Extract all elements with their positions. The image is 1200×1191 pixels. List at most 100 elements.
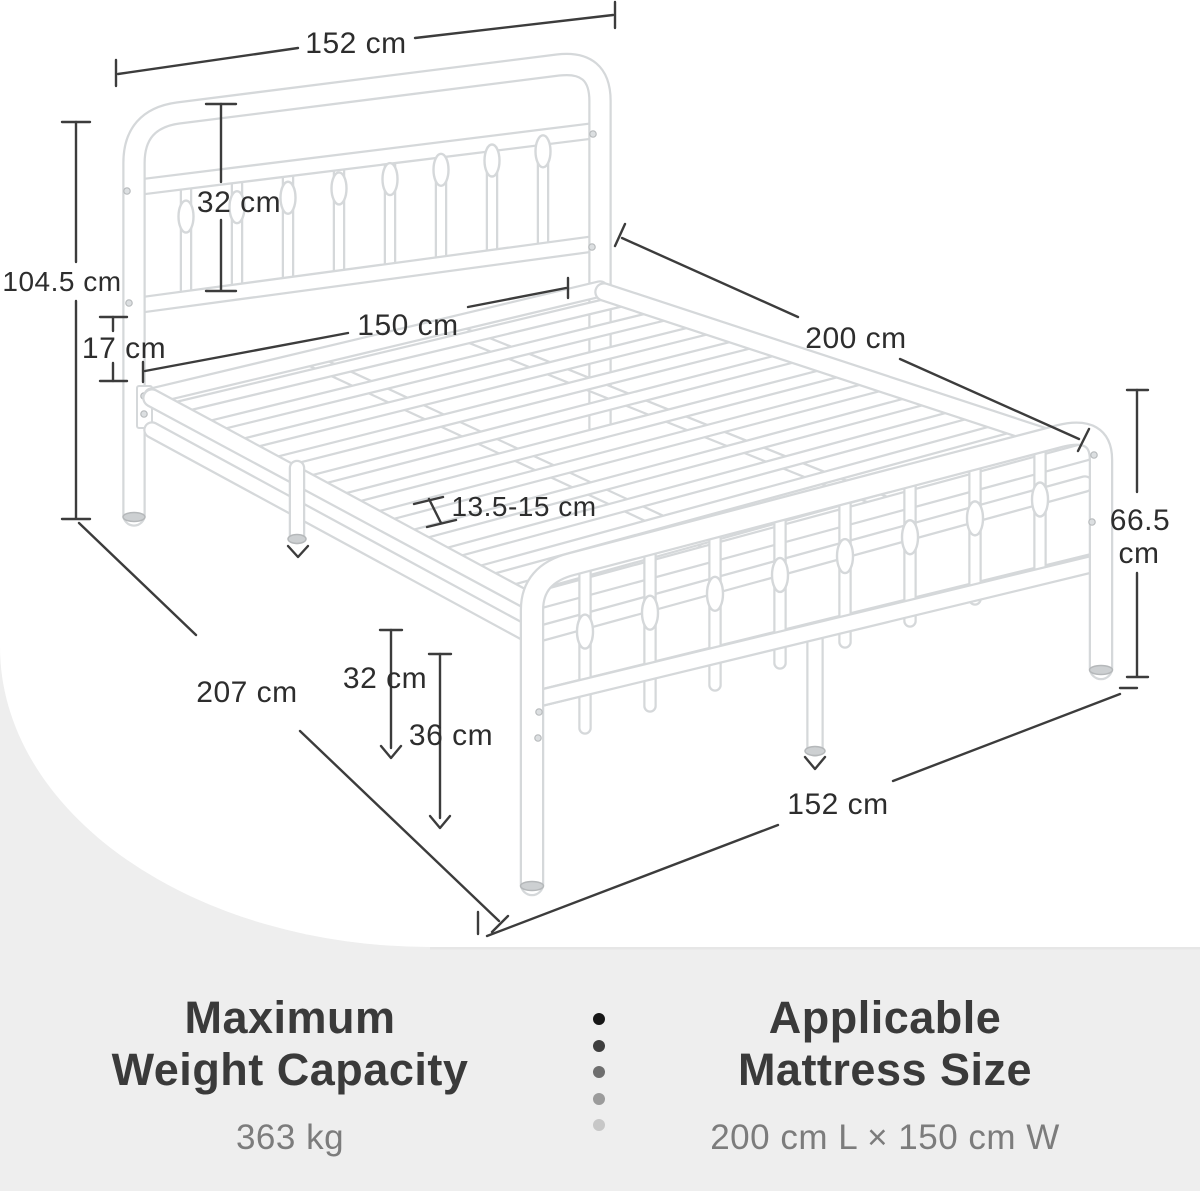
dimension-label-headboard-height: 104.5 cm — [2, 266, 121, 297]
leg-foot — [1088, 664, 1114, 676]
tube — [525, 555, 1108, 707]
screw — [123, 187, 131, 195]
spindle-finial — [575, 613, 595, 650]
spindle-finial — [381, 161, 399, 197]
screw — [1088, 518, 1096, 526]
divider-dot — [593, 1066, 605, 1078]
tube — [437, 407, 976, 560]
leg-foot — [122, 511, 146, 523]
spec-mattress-title-line2: Mattress Size — [737, 1044, 1033, 1095]
spec-weight-title-line2: Weight Capacity — [111, 1044, 469, 1095]
tube — [236, 322, 719, 450]
screw — [125, 299, 133, 307]
tube — [133, 123, 607, 194]
tube — [337, 365, 848, 505]
dimension-line — [427, 497, 443, 525]
dimension-line — [803, 755, 827, 771]
divider-dot — [593, 1039, 605, 1052]
dimension-label-total-length: 207 cm — [196, 676, 297, 709]
spec-mattress-title-line1: Applicable — [768, 992, 1002, 1043]
dimension-line — [298, 729, 501, 923]
dimension-label-inner-width: 150 cm — [357, 309, 458, 342]
dimension-line — [116, 46, 300, 76]
tube — [403, 393, 933, 542]
dimension-label-headboard-bar: 32 cm — [197, 186, 281, 219]
screw — [588, 243, 596, 251]
dimension-label-frame-clearance: 17 cm — [82, 332, 166, 365]
tube — [524, 477, 1092, 643]
spec-mattress-size: Applicable Mattress Size 200 cm L × 150 … — [585, 992, 1185, 1158]
divider-dot — [593, 1092, 605, 1105]
dimension-line — [286, 544, 310, 559]
dimension-line — [490, 914, 510, 934]
tube — [303, 350, 805, 487]
spindle-finial — [965, 500, 985, 537]
band-top-edge — [430, 947, 1200, 950]
dimension-line — [77, 521, 198, 637]
screw — [534, 734, 542, 742]
spec-mattress-value: 200 cm L × 150 cm W — [710, 1118, 1060, 1157]
spindle-finial — [483, 143, 501, 178]
dimension-line — [898, 357, 1081, 441]
dimension-label-footboard-height-unit: cm — [1119, 537, 1160, 570]
tube — [170, 294, 634, 413]
dimension-line — [485, 823, 780, 938]
spec-weight-capacity: Maximum Weight Capacity 363 kg — [0, 992, 580, 1158]
tube — [370, 379, 890, 523]
spec-weight-title-line1: Maximum — [184, 992, 396, 1043]
leg-foot — [804, 745, 826, 757]
spindle-finial — [900, 519, 920, 556]
dimension-label-slat-gap: 13.5-15 cm — [451, 491, 596, 522]
dimension-labels: 152 cm 32 cm 104.5 cm 17 cm 150 cm 200 cm 13.5… — [2, 27, 1169, 821]
tube — [470, 421, 1018, 578]
tube — [522, 423, 1111, 894]
dimension-label-frame-top-height: 36 cm — [409, 719, 493, 752]
dimension-line — [891, 692, 1122, 783]
tube — [124, 54, 610, 525]
dimension-label-under-bed-clearance: 32 cm — [343, 662, 427, 695]
leg-foot — [287, 533, 307, 545]
dimension-line — [466, 286, 568, 309]
tube — [523, 444, 1093, 610]
spindle-finial — [177, 199, 195, 234]
divider-dot — [593, 1119, 605, 1131]
dimension-line — [1076, 427, 1091, 453]
dimension-label-top-width: 152 cm — [305, 27, 406, 60]
bed-frame-art — [122, 52, 1114, 897]
tube — [144, 390, 539, 610]
spindle-finial — [835, 537, 855, 575]
divider-dot — [593, 1013, 605, 1025]
dimension-label-footboard-width: 152 cm — [787, 788, 888, 821]
spindle-finial — [1030, 481, 1050, 518]
dimension-line — [413, 13, 615, 40]
canvas-background — [0, 0, 1200, 947]
screw — [140, 410, 148, 418]
dimension-line — [620, 236, 800, 319]
tube — [596, 284, 1093, 458]
tube — [203, 308, 677, 432]
dimension-label-mattress-length: 200 cm — [805, 322, 906, 355]
spindle-finial — [279, 180, 297, 215]
tube — [145, 423, 538, 643]
spindle-finial — [534, 134, 552, 169]
dimension-lines — [60, 0, 1150, 938]
dimension-line — [428, 814, 452, 830]
spindle-finial — [770, 556, 790, 594]
spec-weight-value: 363 kg — [235, 1118, 345, 1157]
spindle-finial — [330, 171, 348, 206]
dimension-line — [379, 744, 403, 760]
tube — [133, 236, 607, 312]
spindle-finial — [432, 152, 450, 187]
tube — [270, 336, 762, 468]
screw — [535, 708, 543, 716]
spindle-finial — [228, 189, 246, 225]
dimension-line — [143, 331, 350, 373]
screw — [1090, 451, 1098, 459]
spindle-finial — [705, 575, 725, 613]
tube — [145, 282, 607, 403]
leg-foot — [519, 880, 545, 892]
screw — [589, 130, 597, 138]
footboard — [519, 421, 1114, 897]
